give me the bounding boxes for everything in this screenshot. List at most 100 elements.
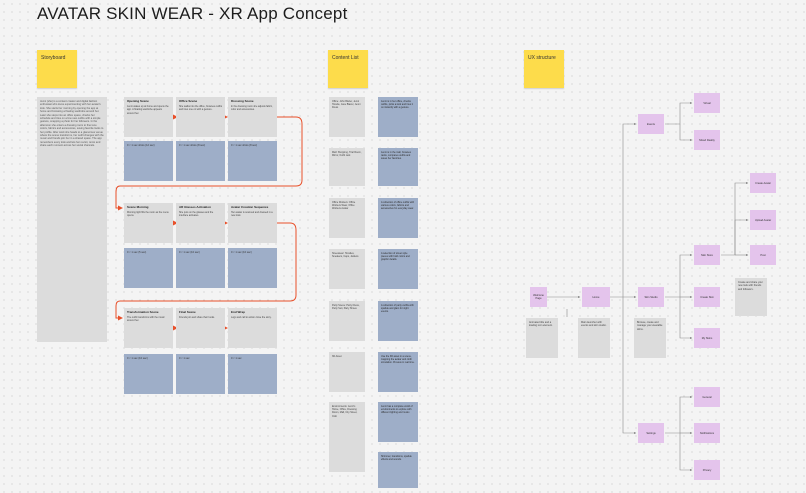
ux-node-privacy[interactable]: Privacy bbox=[694, 460, 720, 480]
content-item-gray[interactable]: Office Workers: Office Workers Wear, Off… bbox=[329, 198, 365, 238]
story-shot-4[interactable]: 0 < 1 sec (5 sec) bbox=[124, 248, 173, 288]
content-item-blue[interactable]: Jenni is in her office, checks outfits, … bbox=[378, 97, 418, 137]
ux-node-welcome[interactable]: Welcome Page bbox=[530, 287, 547, 307]
content-item-text: A collection of party outfits with spark… bbox=[381, 304, 414, 314]
ux-node-virtual[interactable]: Virtual bbox=[694, 93, 720, 113]
story-shot-8[interactable]: 0 < 1 sec bbox=[176, 354, 225, 394]
story-shot-1[interactable]: 0 < 1 sec shots (12 sec) bbox=[124, 141, 173, 181]
card-text: Morning light fills the room as the menu… bbox=[127, 211, 169, 218]
story-shot-5[interactable]: 0 < 1 sec (10 sec) bbox=[176, 248, 225, 288]
card-title: Office Scene bbox=[179, 99, 198, 103]
card-text: Friends join and share their looks. bbox=[179, 316, 215, 320]
content-item-gray[interactable]: Party Scene: Party Dress, Party Suit, Pa… bbox=[329, 301, 365, 341]
story-card-dressing[interactable]: Dressing Scene In the dressing room she a… bbox=[228, 97, 277, 137]
shot-duration: 0 < 1 sec shots (8 sec) bbox=[179, 144, 206, 147]
shot-duration: 0 < 1 sec (10 sec) bbox=[179, 251, 200, 254]
content-item-gray[interactable]: Office: John Blazer, Jenni Hoodie, Jane … bbox=[329, 97, 365, 137]
content-item-blue[interactable]: Jenni is in the mall, browses racks, com… bbox=[378, 148, 418, 186]
card-title: Transformation Scene bbox=[127, 310, 159, 314]
content-item-blue[interactable]: A collection of office outfits with vari… bbox=[378, 198, 418, 238]
ux-structure-label: UX structure bbox=[528, 55, 556, 61]
ux-node-create-skin[interactable]: Create Skin bbox=[694, 287, 720, 307]
node-label: Welcome Page bbox=[533, 294, 544, 300]
story-shot-3[interactable]: 0 < 1 sec shots (8 sec) bbox=[228, 141, 277, 181]
content-item-blue[interactable]: A collection of party outfits with spark… bbox=[378, 301, 418, 341]
content-item-gray[interactable]: Environments: Jenni's Home, Office, Dres… bbox=[329, 402, 365, 472]
content-item-blue[interactable]: Jenni has a complete world of environmen… bbox=[378, 402, 418, 442]
ux-node-skin-store[interactable]: Skin Store bbox=[694, 245, 720, 265]
ux-node-notifications[interactable]: Notifications bbox=[694, 423, 720, 443]
ux-note-welcome[interactable]: Animated title and a loading icon elemen… bbox=[526, 318, 558, 358]
card-title: Dressing Scene bbox=[231, 99, 254, 103]
ux-node-post[interactable]: Post bbox=[750, 245, 776, 265]
content-item-blue[interactable]: Use the 3D asset in a scene, mapping the… bbox=[378, 352, 418, 392]
node-label: Upload Avatar bbox=[754, 218, 772, 222]
story-shot-9[interactable]: 0 < 1 sec bbox=[228, 354, 277, 394]
story-text-note[interactable]: Jenni (she) is a content creator and dig… bbox=[37, 97, 107, 342]
ux-structure-sticky[interactable]: UX structure bbox=[524, 50, 564, 88]
storyboard-sticky[interactable]: Storyboard bbox=[37, 50, 77, 88]
card-text: She walks into the office, browses outfi… bbox=[179, 105, 223, 112]
ux-node-events[interactable]: Events bbox=[638, 114, 664, 134]
node-label: Notifications bbox=[699, 431, 715, 435]
story-shot-2[interactable]: 0 < 1 sec shots (8 sec) bbox=[176, 141, 225, 181]
story-shot-7[interactable]: 0 < 1 sec (10 sec) bbox=[124, 354, 173, 394]
ux-node-general[interactable]: General bbox=[694, 387, 720, 407]
card-title: Opening Scene bbox=[127, 99, 149, 103]
content-item-gray[interactable]: Mall: Shopping, Trial Room, Mirror, Outf… bbox=[329, 148, 365, 186]
card-title: End Wrap bbox=[231, 310, 245, 314]
node-label: Events bbox=[647, 122, 655, 126]
ux-node-upload-avatar[interactable]: Upload Avatar bbox=[750, 210, 776, 230]
card-title: Final Scene bbox=[179, 310, 196, 314]
ux-node-skin-studio[interactable]: Skin Studio bbox=[638, 287, 664, 307]
shot-duration: 0 < 1 sec shots (12 sec) bbox=[127, 144, 155, 147]
ux-node-create-avatar[interactable]: Create Avatar bbox=[750, 173, 776, 193]
content-item-text: Jenni has a complete world of environmen… bbox=[381, 405, 413, 415]
node-label: Mixed Reality bbox=[699, 138, 715, 142]
card-text: Jenni wakes up at home and opens the app… bbox=[127, 105, 169, 115]
content-item-blue[interactable]: Shimmer, transitions, sparkle effects an… bbox=[378, 452, 418, 488]
node-label: Settings bbox=[646, 431, 656, 435]
ux-note-post[interactable]: Create and share your new look with frie… bbox=[735, 278, 767, 316]
ux-node-settings[interactable]: Settings bbox=[638, 423, 664, 443]
card-text: The outfit transforms with the music aro… bbox=[127, 316, 165, 323]
card-title: Avatar Creation Sequence bbox=[231, 205, 269, 209]
node-label: Home bbox=[592, 295, 600, 299]
card-text: Her avatar is scanned and dressed in a n… bbox=[231, 211, 273, 218]
note-text: Create and share your new look with frie… bbox=[738, 281, 763, 291]
content-list-sticky[interactable]: Content List bbox=[328, 50, 368, 88]
node-label: Privacy bbox=[702, 468, 712, 472]
content-item-text: 3D Asset bbox=[332, 355, 342, 358]
ux-node-my-skins[interactable]: My Skins bbox=[694, 328, 720, 348]
content-item-gray[interactable]: Streetwear: Hoodies, Sneakers, Caps, Jac… bbox=[329, 249, 365, 289]
ux-note-skin-studio[interactable]: Browse, create and manage your wearable … bbox=[634, 318, 666, 358]
content-item-text: Shimmer, transitions, sparkle effects an… bbox=[381, 455, 412, 462]
card-text: In the dressing room she adjusts fabric,… bbox=[231, 105, 273, 112]
storyboard-label: Storyboard bbox=[41, 55, 66, 61]
ux-note-home[interactable]: Main launcher with events and skin studi… bbox=[578, 318, 610, 358]
content-item-text: Jenni is in her office, checks outfits, … bbox=[381, 100, 413, 110]
shot-duration: 0 < 1 sec (10 sec) bbox=[231, 251, 252, 254]
story-shot-6[interactable]: 0 < 1 sec (10 sec) bbox=[228, 248, 277, 288]
node-label: General bbox=[702, 395, 712, 399]
content-item-text: Party Scene: Party Dress, Party Suit, Pa… bbox=[332, 304, 360, 311]
shot-duration: 0 < 1 sec (10 sec) bbox=[127, 357, 148, 360]
content-item-blue[interactable]: A selection of street style pieces with … bbox=[378, 249, 418, 289]
story-text: Jenni (she) is a content creator and dig… bbox=[40, 100, 104, 148]
node-label: Skin Studio bbox=[644, 295, 658, 299]
ux-node-mixed-reality[interactable]: Mixed Reality bbox=[694, 130, 720, 150]
story-flow-arrows bbox=[115, 114, 303, 331]
content-item-gray[interactable]: 3D Asset bbox=[329, 352, 365, 392]
content-item-text: Office: John Blazer, Jenni Hoodie, Jane … bbox=[332, 100, 361, 110]
ux-tree-lines bbox=[547, 101, 749, 472]
card-text: Logo and call to action close the story. bbox=[231, 316, 272, 320]
ux-node-home[interactable]: Home bbox=[582, 287, 610, 307]
